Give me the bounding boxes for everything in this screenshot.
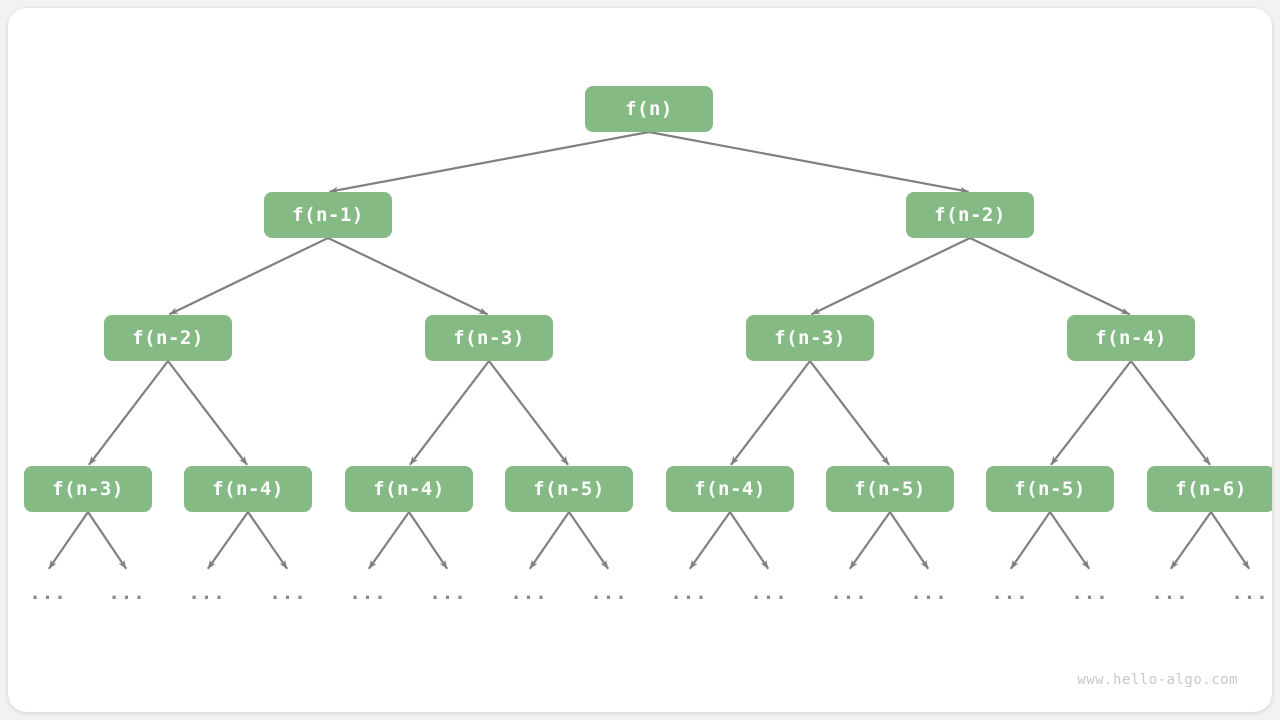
ellipsis-marker: ...	[429, 582, 467, 604]
tree-node: f(n-3)	[24, 466, 152, 512]
ellipsis-marker: ...	[108, 582, 146, 604]
edge-layer	[47, 130, 1251, 570]
tree-node: f(n)	[585, 86, 713, 132]
ellipsis-marker: ...	[670, 582, 708, 604]
tree-edge	[329, 130, 650, 194]
tree-edge-stub	[247, 511, 289, 570]
ellipsis-marker: ...	[1151, 582, 1189, 604]
tree-edge-stub	[528, 511, 570, 570]
tree-edge-stub	[688, 511, 731, 570]
tree-edge-stub	[1009, 511, 1051, 570]
tree-edge	[409, 360, 490, 466]
tree-edge-stub	[729, 511, 770, 570]
tree-edge	[488, 360, 569, 466]
tree-edge	[168, 237, 329, 316]
ellipsis-marker: ...	[830, 582, 868, 604]
tree-node: f(n-5)	[505, 466, 633, 512]
tree-node: f(n-2)	[906, 192, 1034, 238]
tree-edge-stub	[47, 511, 89, 570]
ellipsis-marker: ...	[1071, 582, 1109, 604]
tree-edge-stub	[568, 511, 610, 570]
ellipsis-marker: ...	[349, 582, 387, 604]
ellipsis-marker: ...	[510, 582, 548, 604]
tree-node: f(n-4)	[1067, 315, 1195, 361]
tree-edge	[327, 237, 489, 316]
tree-node: f(n-3)	[746, 315, 874, 361]
ellipsis-marker: ...	[269, 582, 307, 604]
ellipsis-marker: ...	[910, 582, 948, 604]
tree-edge	[809, 360, 890, 466]
ellipsis-marker: ...	[1231, 582, 1269, 604]
ellipsis-marker: ...	[29, 582, 67, 604]
tree-node: f(n-4)	[345, 466, 473, 512]
tree-edge-stub	[889, 511, 930, 570]
tree-node: f(n-3)	[425, 315, 553, 361]
tree-edge	[810, 237, 971, 316]
tree-edge	[969, 237, 1131, 316]
tree-node: f(n-6)	[1147, 466, 1272, 512]
tree-node: f(n-5)	[986, 466, 1114, 512]
tree-edge-stub	[1169, 511, 1212, 570]
tree-edge	[1050, 360, 1132, 466]
tree-node: f(n-4)	[666, 466, 794, 512]
diagram-card: f(n) f(n-1) f(n-2) f(n-2) f(n-3) f(n-3) f(n-4)…	[8, 8, 1272, 712]
ellipsis-marker: ...	[991, 582, 1029, 604]
ellipsis-marker: ...	[590, 582, 628, 604]
tree-edge-stub	[408, 511, 449, 570]
tree-edge	[730, 360, 811, 466]
tree-edge-stub	[1210, 511, 1251, 570]
tree-edge	[167, 360, 248, 466]
ellipsis-marker: ...	[188, 582, 226, 604]
tree-edge-stub	[87, 511, 128, 570]
tree-edge-stub	[206, 511, 249, 570]
watermark: www.hello-algo.com	[1077, 672, 1238, 688]
tree-edge	[648, 130, 969, 194]
tree-node: f(n-1)	[264, 192, 392, 238]
tree-edge-stub	[1049, 511, 1091, 570]
tree-node: f(n-4)	[184, 466, 312, 512]
tree-edge	[88, 360, 169, 466]
tree-edge-stub	[367, 511, 410, 570]
ellipsis-marker: ...	[750, 582, 788, 604]
tree-edge-stub	[848, 511, 891, 570]
recursion-tree-canvas	[47, 130, 1251, 570]
tree-node: f(n-5)	[826, 466, 954, 512]
tree-edge	[1130, 360, 1211, 466]
tree-node: f(n-2)	[104, 315, 232, 361]
